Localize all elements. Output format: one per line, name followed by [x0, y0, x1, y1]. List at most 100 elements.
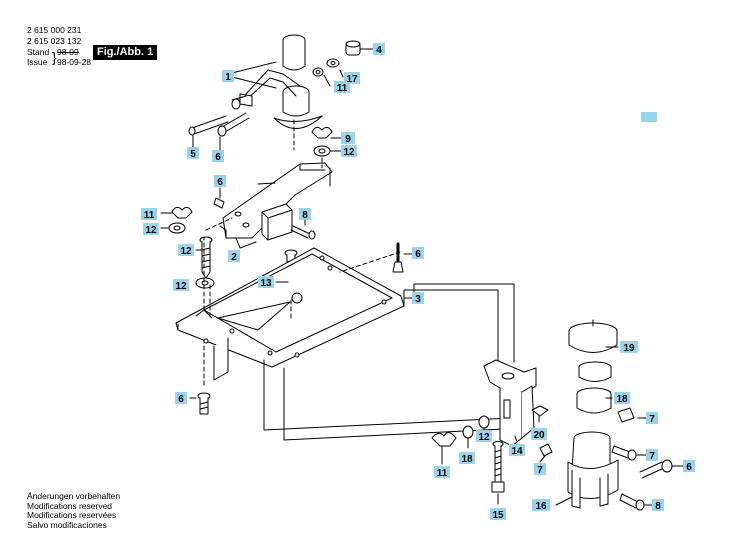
callout-6-b: 6: [412, 247, 424, 260]
part-screw-9: [290, 225, 316, 240]
washer-12-right: [478, 415, 490, 429]
part-arm: [219, 162, 333, 241]
svg-text:18: 18: [461, 454, 473, 465]
part-21-clip: [531, 405, 549, 417]
issue-value: 98-09-28: [57, 57, 92, 67]
svg-text:1: 1: [225, 72, 231, 83]
svg-text:6: 6: [415, 249, 421, 260]
washer-18-top: [326, 58, 340, 68]
part-screw-6-bottom: [197, 392, 211, 415]
part-screw-8-upper: [611, 445, 637, 461]
assembly-dashes: [203, 119, 401, 386]
svg-text:4: 4: [376, 45, 382, 56]
callout-labels: 1 2 3 4 6 6 6 6 6 7 7 7 8 8 9 11 11 11 1…: [141, 43, 695, 521]
part-screw-7-arm: [213, 197, 225, 209]
issue-label: Issue: [27, 57, 48, 67]
washer-18-right: [462, 425, 474, 439]
callout-8-a: 7: [646, 449, 658, 462]
svg-text:6: 6: [217, 177, 223, 188]
callout-12-b: 12: [341, 145, 357, 158]
svg-text:14: 14: [511, 446, 523, 457]
svg-text:12: 12: [180, 246, 192, 257]
svg-text:19: 19: [623, 343, 635, 354]
callout-11-b: 11: [141, 208, 157, 221]
svg-text:9: 9: [345, 134, 351, 145]
svg-text:17: 17: [346, 74, 358, 85]
svg-text:20: 20: [533, 430, 545, 441]
part-screw-upper: [217, 112, 250, 137]
svg-text:11: 11: [144, 210, 155, 221]
washer-12-lower: [195, 277, 215, 289]
callout-7-c: 7: [646, 412, 658, 425]
callout-8-b: 8: [652, 499, 664, 512]
part-screw-13: [199, 236, 213, 279]
stand-value: 98-09: [57, 47, 79, 57]
callout-3: 3: [412, 292, 424, 305]
callout-9: 8: [299, 208, 311, 221]
callout-6-d: 6: [683, 460, 695, 473]
part-ring-20: [568, 319, 618, 353]
note-es: Salvo modificaciones: [27, 519, 107, 530]
part-screw-7-lower: [539, 443, 553, 457]
part-ring-small: [578, 361, 612, 382]
svg-text:11: 11: [437, 468, 448, 479]
part-holder: [567, 431, 619, 509]
note-de: Änderungen vorbehalten: [27, 491, 121, 501]
svg-text:16: 16: [535, 501, 547, 512]
note-en: Modifications reserved: [27, 500, 113, 511]
svg-text:12: 12: [175, 281, 187, 292]
callout-19: 18: [614, 392, 630, 405]
doc-number-2: 2 615 023 132: [27, 36, 82, 46]
part-screw-6-right: [392, 242, 404, 273]
svg-text:8: 8: [655, 501, 661, 512]
part-screw-8-lower: [619, 493, 645, 511]
part-pin: [188, 115, 229, 136]
callout-18-a: 17: [344, 72, 360, 85]
svg-text:5: 5: [190, 149, 196, 160]
callout-1: 1: [222, 70, 234, 83]
svg-text:2: 2: [231, 252, 237, 263]
callout-4: 4: [373, 43, 385, 56]
figure-label: Fig./Abb. 1: [93, 45, 158, 60]
washer-12-mid: [313, 145, 331, 157]
svg-text:3: 3: [415, 294, 421, 305]
callout-14: 13: [258, 276, 274, 289]
callout-13: 12: [178, 244, 194, 257]
svg-text:6: 6: [215, 152, 221, 163]
callout-15: 14: [509, 444, 525, 457]
svg-text:12: 12: [478, 432, 490, 443]
svg-text:6: 6: [178, 394, 184, 405]
washer-12-left: [168, 222, 186, 234]
svg-text:6: 6: [686, 462, 692, 473]
part-clamp: [231, 34, 323, 129]
part-screw-7-right: [617, 407, 635, 423]
callout-11-c: 11: [434, 466, 450, 479]
svg-text:18: 18: [616, 394, 628, 405]
callout-21: 20: [531, 428, 547, 441]
callout-6-c: 6: [175, 392, 187, 405]
svg-text:12: 12: [343, 147, 355, 158]
part-wing-nut-upper: [311, 126, 333, 139]
svg-text:8: 8: [302, 210, 308, 221]
svg-text:13: 13: [260, 278, 272, 289]
svg-text:7: 7: [649, 414, 655, 425]
washer-12-top: [312, 67, 324, 77]
callout-5: 5: [187, 147, 199, 160]
svg-text:7: 7: [649, 451, 655, 462]
empty-marker: [641, 112, 657, 122]
callout-6-a: 6: [212, 150, 224, 163]
callout-7-a: 6: [214, 175, 226, 188]
part-wing-nut-right: [431, 432, 457, 447]
part-screw-6-holder: [639, 459, 673, 479]
part-screw-16: [491, 441, 505, 493]
callout-12-e: 12: [476, 430, 492, 443]
callout-17: 16: [532, 499, 550, 512]
svg-text:15: 15: [492, 510, 504, 521]
part-ring-19: [576, 387, 612, 414]
doc-number-1: 2 615 000 231: [27, 25, 82, 35]
part-knob: [345, 40, 361, 56]
svg-text:11: 11: [337, 83, 348, 94]
part-bracket: [483, 359, 537, 447]
callout-20: 19: [620, 341, 638, 354]
